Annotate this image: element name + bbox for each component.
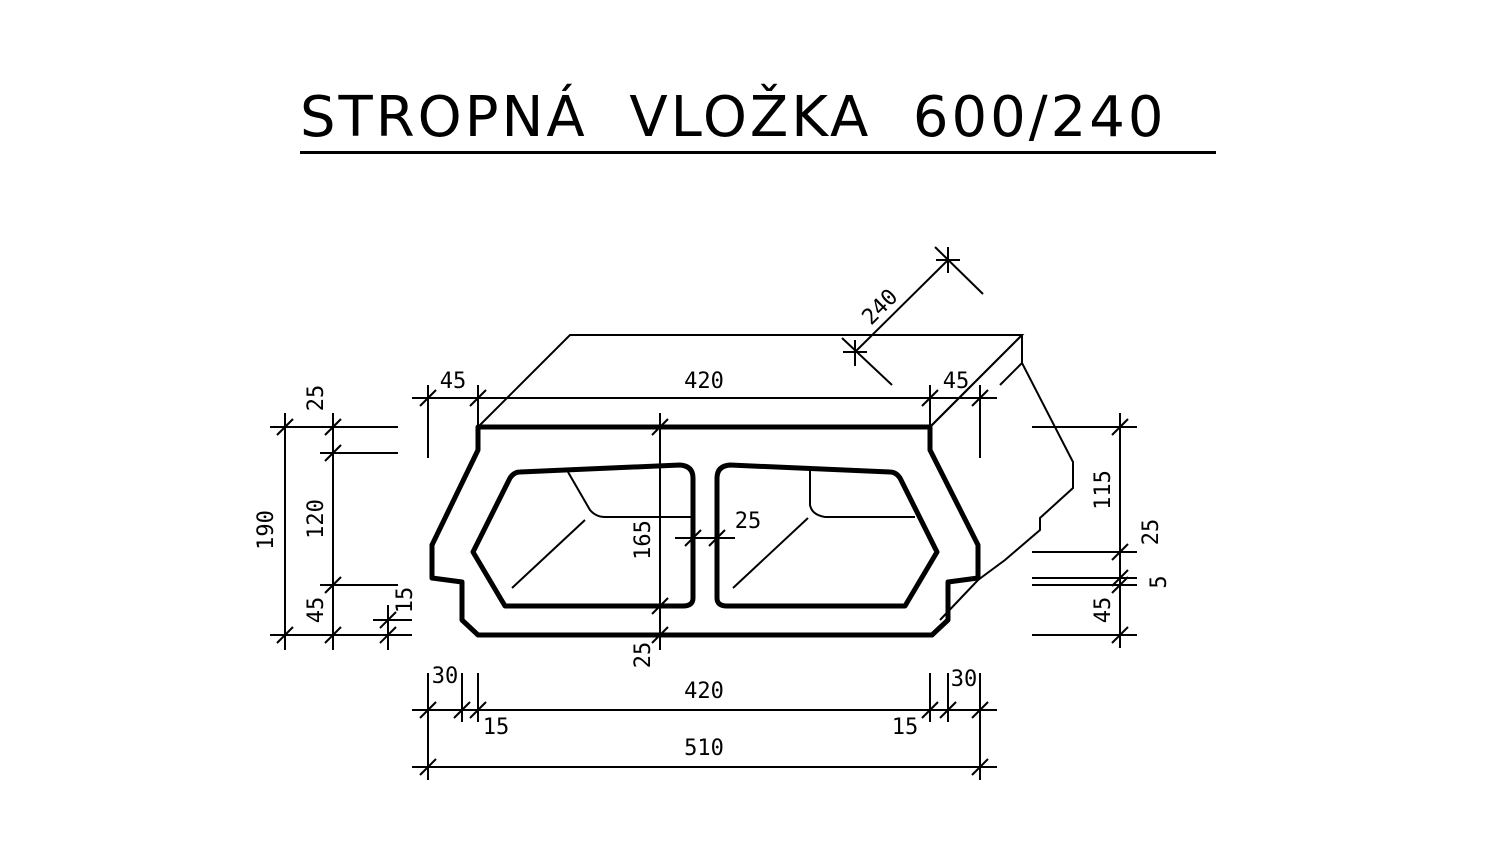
top-dimension-line xyxy=(412,385,997,458)
dim-left-step: 15 xyxy=(393,587,418,614)
front-face xyxy=(429,424,981,638)
bottom-dimension-lines xyxy=(412,673,997,780)
dim-base-right-step: 15 xyxy=(892,715,919,740)
dim-top-mid: 420 xyxy=(684,369,724,394)
right-dimension-lines xyxy=(1032,413,1137,648)
dim-top-right: 45 xyxy=(943,369,970,394)
dim-base-left-step: 15 xyxy=(483,715,510,740)
dim-base-mid: 420 xyxy=(684,679,724,704)
dim-right-gap: 5 xyxy=(1147,575,1172,588)
dim-cavity-height: 165 xyxy=(631,520,656,560)
dim-base-left-offset: 30 xyxy=(432,664,459,689)
dim-left-top-rib: 25 xyxy=(304,385,329,412)
left-cavity xyxy=(470,462,696,609)
depth-dimension-line xyxy=(841,246,984,386)
cavity-hatching xyxy=(511,468,915,589)
dim-left-overall: 190 xyxy=(254,510,279,550)
dim-depth: 240 xyxy=(858,285,904,331)
cavity-dimension-lines xyxy=(651,413,735,650)
dim-left-bottom: 45 xyxy=(304,597,329,624)
block-outline xyxy=(477,334,1074,621)
dim-top-left: 45 xyxy=(440,369,467,394)
left-dimension-lines xyxy=(270,413,412,650)
dim-left-cavity: 120 xyxy=(304,499,329,539)
dim-right-bottom: 45 xyxy=(1091,597,1116,624)
right-cavity xyxy=(714,462,940,609)
dim-right-upper: 115 xyxy=(1091,470,1116,510)
dim-web: 25 xyxy=(735,509,762,534)
dim-overall-width: 510 xyxy=(684,736,724,761)
title-underline xyxy=(300,151,1216,154)
dim-base-right-offset: 30 xyxy=(951,667,978,692)
dim-right-mid: 25 xyxy=(1139,519,1164,546)
dim-bottom-rib: 25 xyxy=(631,642,656,669)
drawing-title: STROPNÁ VLOŽKA 600/240 xyxy=(300,85,1167,150)
